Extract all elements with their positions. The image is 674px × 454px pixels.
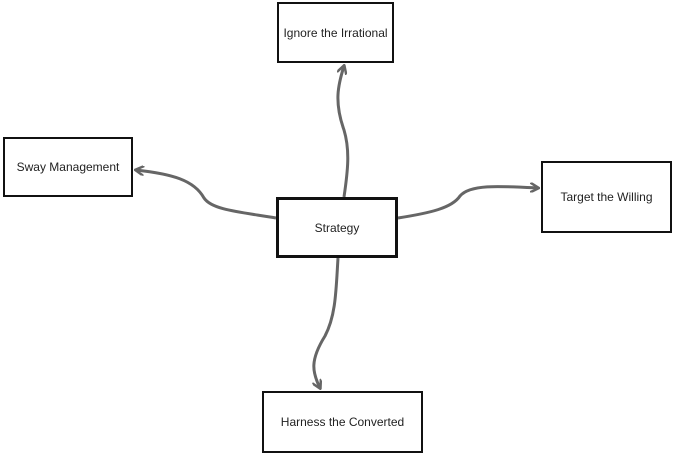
connector-strategy-to-ignore — [336, 66, 350, 198]
node-label: Sway Management — [16, 160, 120, 174]
node-label: Target the Willing — [560, 190, 653, 204]
connector-strategy-to-target — [397, 186, 538, 220]
node-strategy[interactable]: Strategy — [276, 197, 398, 258]
node-label: Harness the Converted — [280, 415, 405, 429]
node-harness-the-converted[interactable]: Harness the Converted — [262, 391, 423, 453]
node-label: Ignore the Irrational — [283, 25, 388, 40]
connector-strategy-to-harness — [314, 257, 340, 388]
connector-strategy-to-sway — [136, 170, 277, 220]
node-label: Strategy — [314, 220, 360, 235]
node-sway-management[interactable]: Sway Management — [3, 137, 133, 197]
node-target-the-willing[interactable]: Target the Willing — [541, 161, 672, 233]
node-ignore-the-irrational[interactable]: Ignore the Irrational — [277, 2, 394, 63]
